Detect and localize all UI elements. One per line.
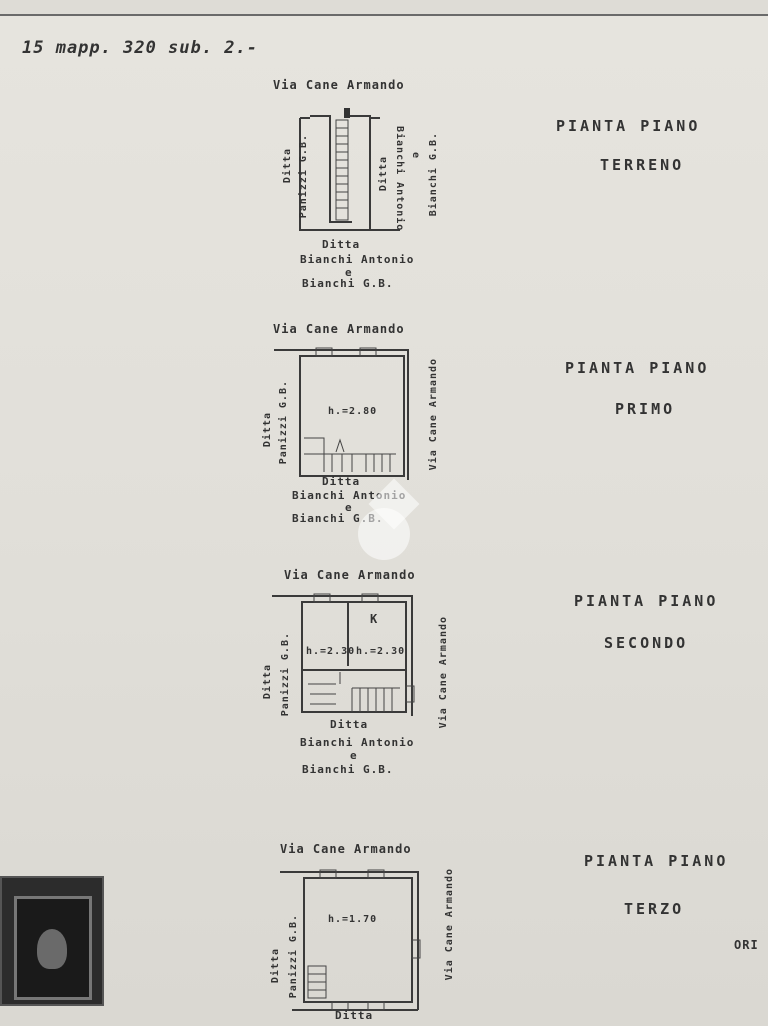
bottom-owner-conj-primo: e (345, 501, 353, 514)
right-street-primo: Via Cane Armando (428, 358, 439, 471)
floorplan-secondo (272, 593, 415, 716)
room-height-primo: h.=2.80 (328, 406, 378, 417)
bottom-owner-conj-terreno: e (345, 266, 353, 279)
reference-header: 15 mapp. 320 sub. 2.- (22, 38, 258, 58)
bottom-owner-name-terreno: Bianchi Antonio (300, 253, 415, 266)
bottom-owner-name2-secondo: Bianchi G.B. (302, 763, 394, 776)
bottom-owner-terreno: Ditta (322, 238, 361, 251)
floor-title-terzo: PIANTA PIANO (584, 852, 729, 870)
revenue-stamp (0, 876, 104, 1006)
room-height-secondo-a: h.=2.30 (306, 646, 356, 657)
floor-title-secondo: PIANTA PIANO (574, 592, 719, 610)
right-street-secondo: Via Cane Armando (438, 616, 449, 729)
floor-subtitle-secondo: SECONDO (604, 634, 689, 652)
left-owner-name-terzo: Panizzi G.B. (288, 914, 299, 999)
floor-subtitle-terzo: TERZO (624, 900, 685, 918)
left-owner-name-primo: Panizzi G.B. (278, 380, 289, 465)
street-label-primo: Via Cane Armando (273, 322, 405, 336)
room-height-terzo: h.=1.70 (328, 914, 378, 925)
floorplan-primo (274, 347, 409, 480)
floor-subtitle-terreno: TERRENO (600, 156, 685, 174)
left-owner-name-secondo: Panizzi G.B. (280, 632, 291, 717)
street-label-secondo: Via Cane Armando (284, 568, 416, 582)
street-label-terzo: Via Cane Armando (280, 842, 412, 856)
floor-title-terreno: PIANTA PIANO (556, 117, 701, 135)
bottom-owner-primo: Ditta (322, 475, 361, 488)
stamp-portrait (37, 929, 67, 969)
bottom-owner-secondo: Ditta (330, 718, 369, 731)
right-owner-terreno: Ditta (378, 156, 389, 192)
bottom-owner-name-secondo: Bianchi Antonio (300, 736, 415, 749)
watermark-logo (358, 508, 410, 560)
floorplan-terreno (299, 108, 400, 231)
page-edge-text: ORI (734, 938, 759, 952)
right-owner-conj-terreno: e (410, 152, 421, 160)
floorplan-terzo (280, 869, 421, 1011)
left-owner-terzo: Ditta (270, 948, 281, 984)
bottom-owner-name2-terreno: Bianchi G.B. (302, 277, 394, 290)
right-street-terzo: Via Cane Armando (444, 868, 455, 981)
street-label-terreno: Via Cane Armando (273, 78, 405, 92)
bottom-owner-conj-secondo: e (350, 749, 358, 762)
left-owner-terreno: Ditta (282, 148, 293, 184)
bottom-owner-terzo: Ditta (335, 1009, 374, 1022)
room-height-secondo-b: h.=2.30 (356, 646, 406, 657)
left-owner-name-terreno: Panizzi G.B. (298, 134, 309, 219)
floor-subtitle-primo: PRIMO (615, 400, 676, 418)
room-k-label: K (370, 612, 379, 626)
floor-title-primo: PIANTA PIANO (565, 359, 710, 377)
left-owner-primo: Ditta (262, 412, 273, 448)
right-owner-name2-terreno: Bianchi G.B. (428, 132, 439, 217)
left-owner-secondo: Ditta (262, 664, 273, 700)
right-owner-name-terreno: Bianchi Antonio (394, 126, 405, 232)
